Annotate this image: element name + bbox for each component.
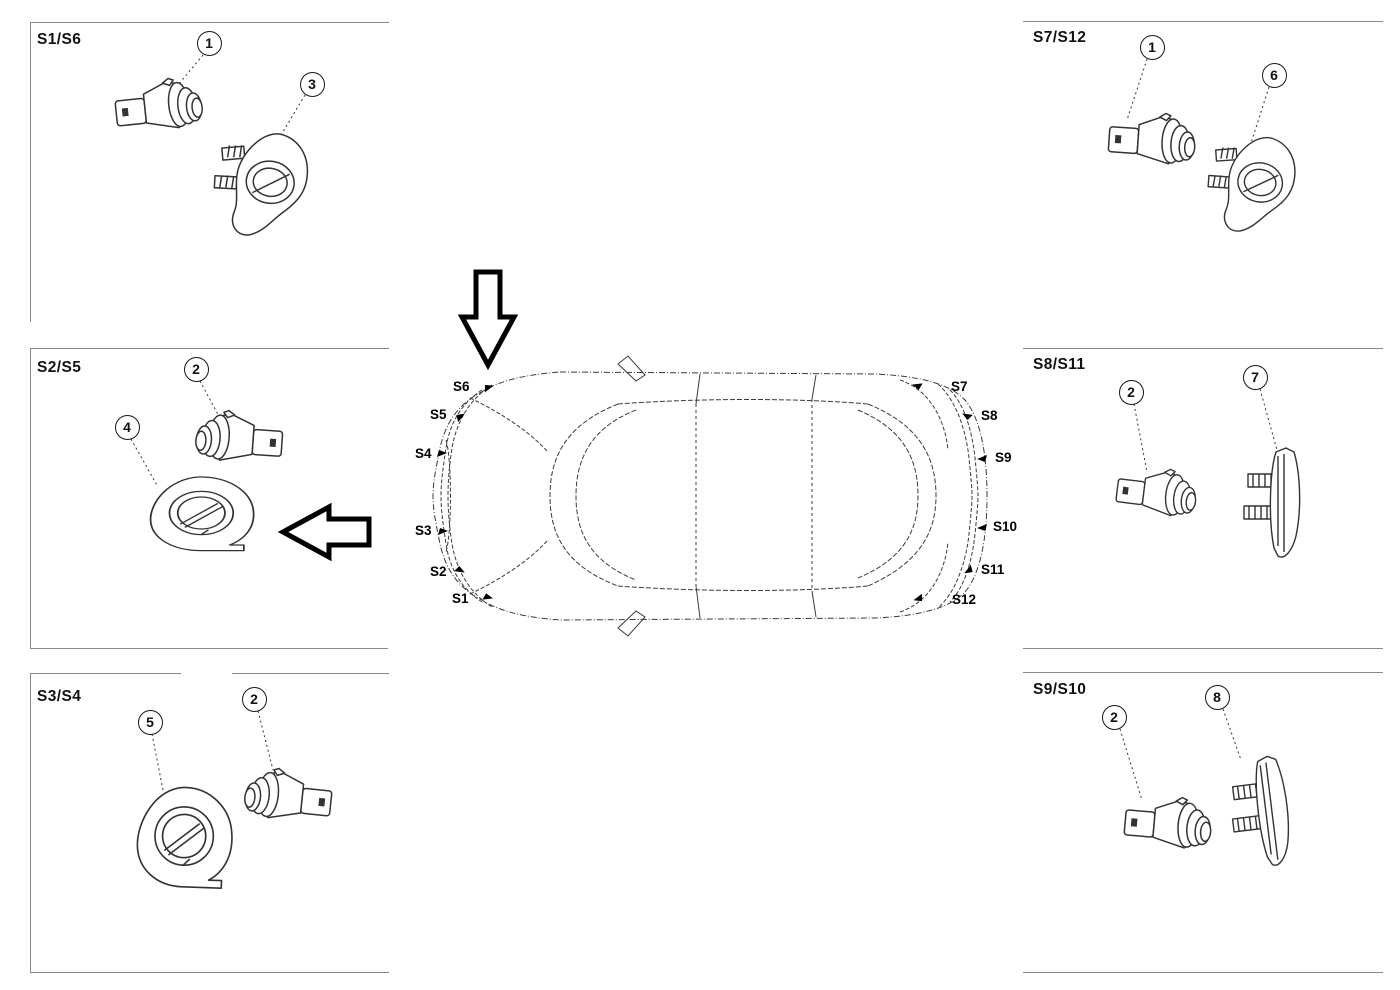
callout-balloon: 2 — [183, 356, 209, 382]
rail-holder-part-drawing — [1243, 447, 1301, 558]
callout-balloon: 2 — [1118, 379, 1144, 405]
sensor-position-markers — [437, 380, 987, 604]
left-arrow-icon — [277, 502, 372, 562]
callout-balloon: 6 — [1261, 62, 1287, 88]
car-label-s11: S11 — [981, 562, 1005, 577]
bracket-part-drawing — [205, 124, 314, 244]
car-label-s3: S3 — [415, 523, 432, 538]
holder-part-drawing — [135, 785, 235, 890]
sensor-part-drawing — [193, 407, 285, 466]
callout-balloon: 2 — [241, 686, 267, 712]
callout-balloon: 8 — [1204, 684, 1230, 710]
car-label-s4: S4 — [415, 446, 432, 461]
car-label-s7: S7 — [951, 379, 968, 394]
car-label-s6: S6 — [453, 379, 470, 394]
callout-balloon: 3 — [299, 71, 325, 97]
callout-balloon: 5 — [137, 709, 163, 735]
panel-title-s8-s11: S8/S11 — [1033, 356, 1086, 373]
car-label-s1: S1 — [452, 591, 469, 606]
panel-title-s3-s4: S3/S4 — [37, 688, 82, 705]
car-top-view — [432, 355, 988, 637]
panel-title-s9-s10: S9/S10 — [1033, 681, 1087, 698]
rail-holder-part-drawing — [1224, 753, 1295, 871]
callout-balloon: 1 — [196, 30, 222, 56]
bracket-part-drawing — [1199, 127, 1302, 241]
callout-leader-lines — [130, 54, 1278, 801]
part-drawings — [112, 74, 1302, 890]
car-label-s10: S10 — [993, 519, 1018, 534]
sensor-part-drawing — [1122, 792, 1215, 851]
car-label-s8: S8 — [981, 408, 998, 423]
sensor-part-drawing — [112, 74, 205, 135]
panel-title-s1-s6: S1/S6 — [37, 31, 82, 48]
down-arrow-icon — [457, 269, 519, 371]
holder-part-drawing — [149, 476, 255, 552]
panel-title-s7-s12: S7/S12 — [1033, 29, 1087, 46]
callout-balloon: 1 — [1139, 34, 1165, 60]
sensor-part-drawing — [1106, 108, 1198, 167]
sensor-part-drawing — [1114, 462, 1200, 520]
car-label-s12: S12 — [952, 592, 977, 607]
car-label-s9: S9 — [995, 450, 1012, 465]
callout-balloon: 4 — [114, 414, 140, 440]
car-label-s2: S2 — [430, 564, 447, 579]
sensor-part-drawing — [242, 764, 335, 825]
panel-title-s2-s5: S2/S5 — [37, 359, 82, 376]
car-label-s5: S5 — [430, 407, 447, 422]
callout-balloon: 7 — [1242, 364, 1268, 390]
callout-balloon: 2 — [1101, 704, 1127, 730]
panel-borders — [30, 21, 1383, 973]
